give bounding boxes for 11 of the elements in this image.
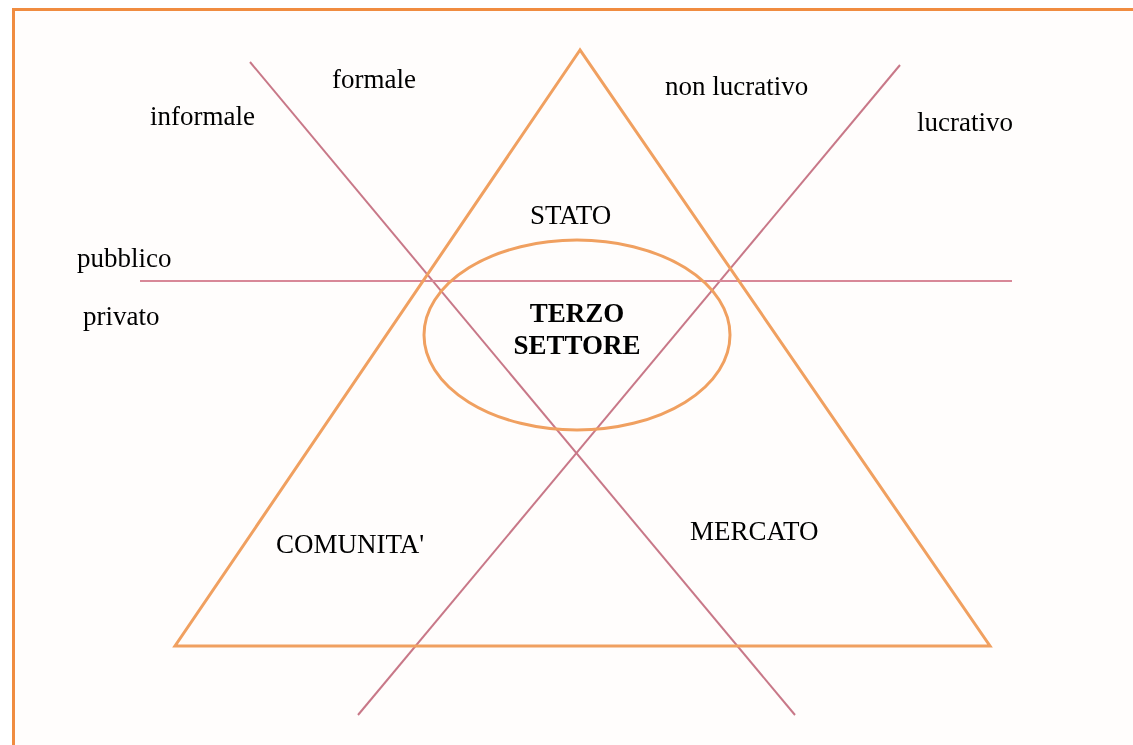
node-title: TERZO SETTORE — [512, 297, 642, 363]
region-label: lucrativo — [917, 109, 1013, 136]
region-label: STATO — [530, 202, 612, 229]
region-label: formale — [332, 66, 416, 93]
region-label: privato — [83, 303, 160, 330]
ellipse-node — [422, 238, 732, 432]
region-label: informale — [150, 103, 255, 130]
region-label: COMUNITA' — [276, 531, 425, 558]
region-label: MERCATO — [690, 518, 819, 545]
region-label: pubblico — [77, 245, 172, 272]
region-label: non lucrativo — [665, 73, 809, 100]
